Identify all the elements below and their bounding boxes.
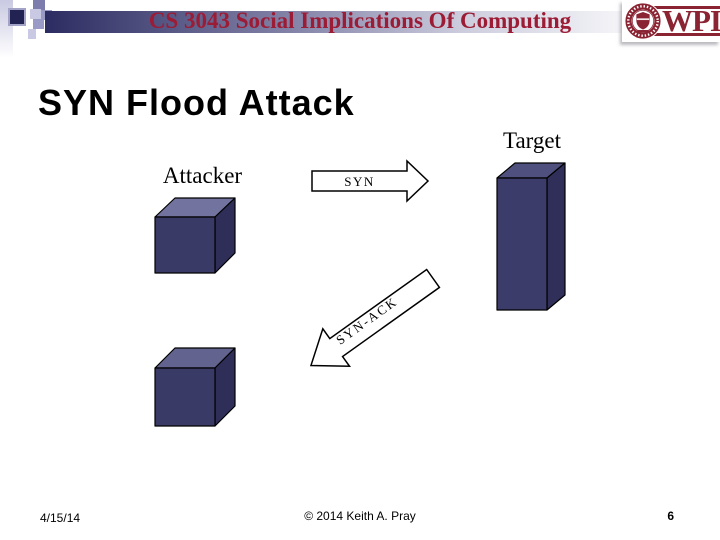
syn-ack-arrow — [309, 268, 441, 368]
course-title: CS 3043 Social Implications Of Computing — [148, 8, 572, 33]
decor-square-light-2 — [28, 29, 36, 39]
decor-square-slate — [33, 0, 45, 11]
logo-line-top — [654, 6, 720, 9]
wpi-logo: WPI — [622, 0, 720, 42]
wpi-seal-icon — [624, 2, 662, 40]
target-label: Target — [503, 128, 561, 153]
decor-square-navy — [8, 8, 26, 26]
footer-copyright: © 2014 Keith A. Pray — [304, 509, 416, 523]
decor-square-medium-2 — [33, 19, 44, 29]
slide-title: SYN Flood Attack — [38, 82, 355, 123]
page-number: 6 — [667, 509, 674, 523]
target-box — [496, 162, 566, 311]
decor-square-light-1 — [30, 9, 41, 19]
wpi-logo-text: WPI — [662, 3, 720, 38]
syn-arrow-label: SYN — [344, 174, 375, 189]
attacker-cube-1 — [154, 197, 236, 274]
attacker-cube-2 — [154, 347, 236, 427]
footer-date: 4/15/14 — [40, 511, 81, 525]
header-bar — [45, 11, 622, 33]
logo-line-bottom — [654, 33, 720, 36]
attacker-label: Attacker — [162, 163, 243, 188]
syn-arrow — [311, 159, 430, 203]
